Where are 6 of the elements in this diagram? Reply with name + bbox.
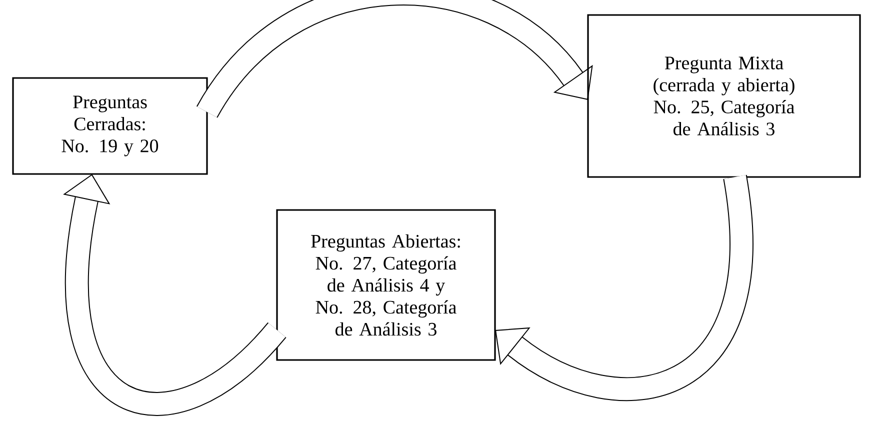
text-box: Preguntas Cerradas: No. 19 y 20 [12,77,208,175]
curved-arrow [63,174,286,416]
text-box: Preguntas Abiertas: No. 27, Categoría de Análisis 4 y No. 28, Categoría de Análisis 3 [276,209,496,361]
curved-arrow [495,176,754,401]
text-box: Pregunta Mixta (cerrada y abierta) No. 25, Categoría de Análisis 3 [587,14,861,178]
curved-arrow [197,0,593,119]
